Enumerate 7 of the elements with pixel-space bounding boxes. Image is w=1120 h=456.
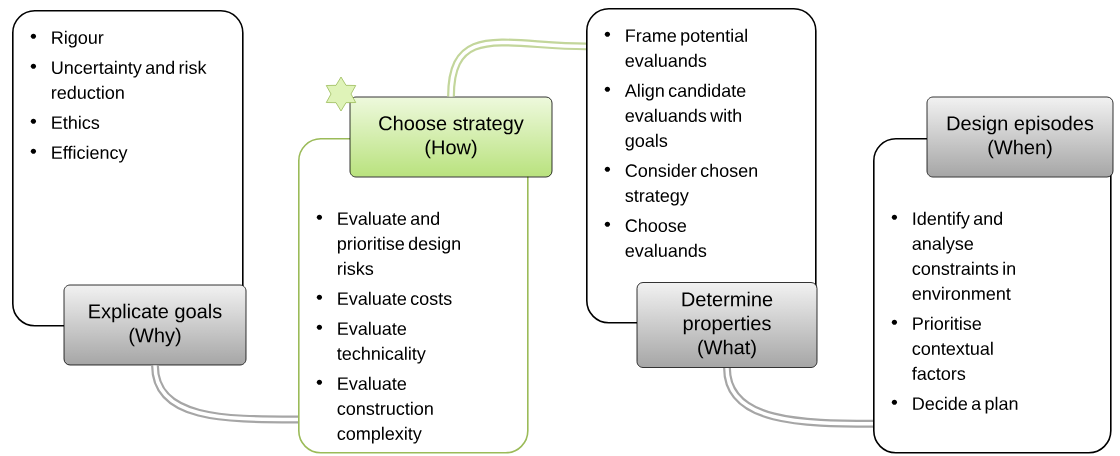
heading-box: Choose strategy (How) — [349, 96, 553, 178]
heading-box: Explicate goals (Why) — [63, 284, 247, 366]
heading-box: Determine properties (What) — [636, 282, 818, 368]
connector-pipe — [151, 364, 298, 424]
connector-pipe — [447, 38, 587, 97]
connector-pipe — [723, 367, 874, 428]
heading-box: Design episodes (When) — [926, 96, 1114, 178]
